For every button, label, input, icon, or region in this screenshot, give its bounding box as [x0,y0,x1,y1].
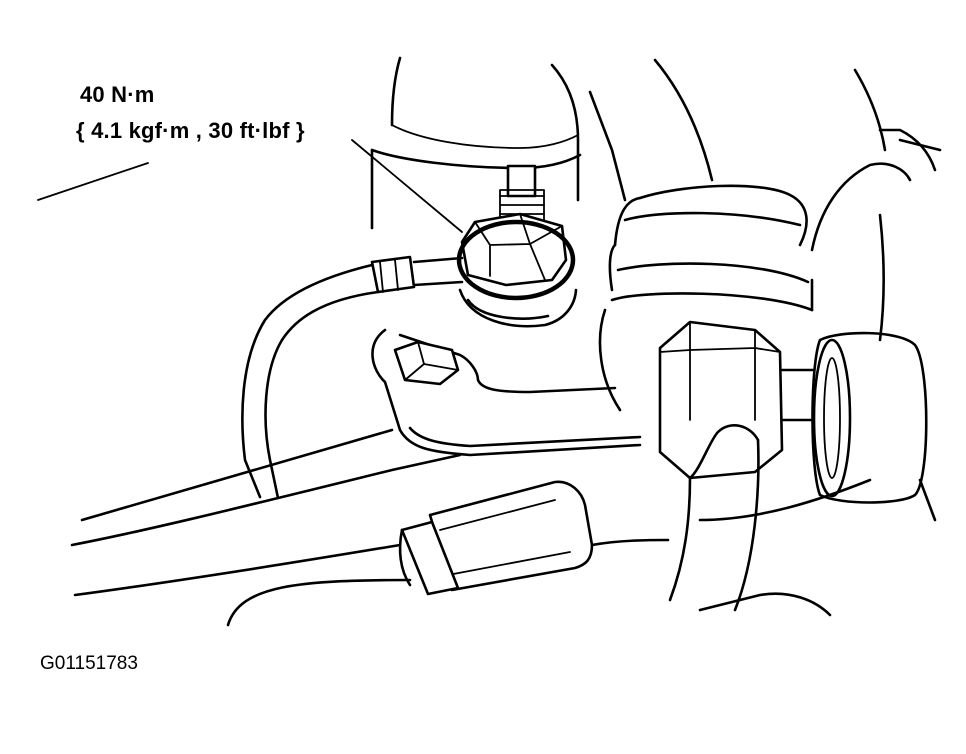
lower-arm [70,428,872,627]
upper-housing [370,56,714,230]
stud-nut [456,164,578,328]
torque-conversion-label: { 4.1 kgf·m , 30 ft·lbf } [76,118,305,143]
right-structures [698,68,942,617]
bracket [371,328,642,457]
leader-lines [37,139,463,233]
stabilizer-link [598,184,928,612]
figure-code: G01151783 [40,653,138,674]
sensor-cable [241,255,464,500]
torque-value-label: 40 N·m [80,82,155,107]
